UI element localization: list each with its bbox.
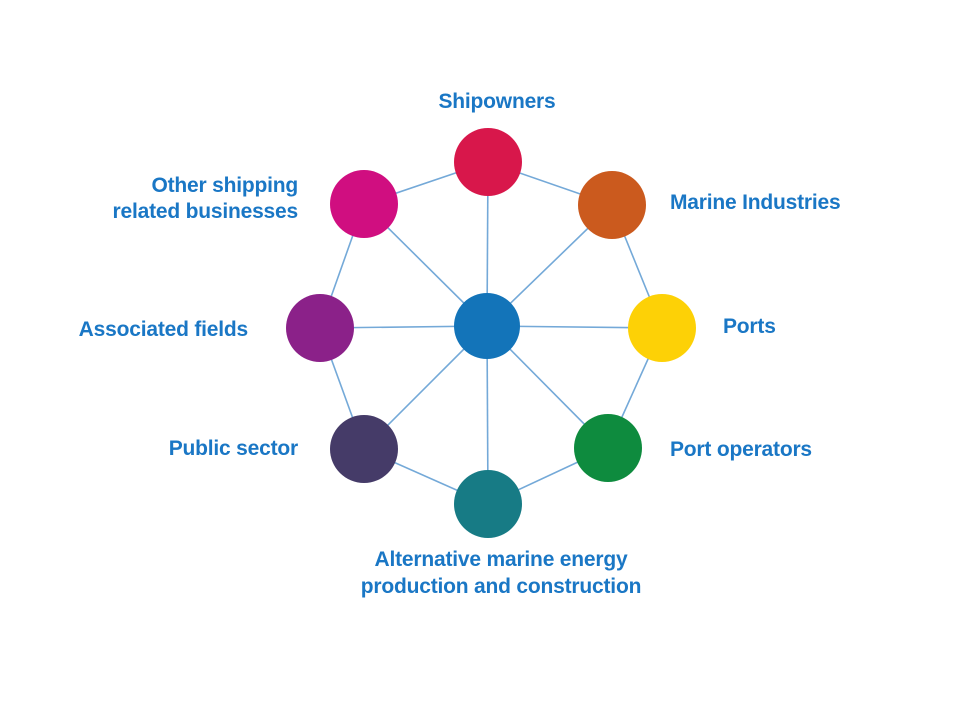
label-marine-industries: Marine Industries: [670, 191, 841, 214]
node-other-shipping: [330, 170, 398, 238]
label-other-shipping: Other shipping related businesses: [112, 174, 299, 223]
label-port-operators: Port operators: [670, 438, 812, 461]
node-port-operators: [574, 414, 642, 482]
node-public-sector: [330, 415, 398, 483]
label-ports: Ports: [723, 315, 776, 338]
node-shipowners: [454, 128, 522, 196]
hub-node: [454, 293, 520, 359]
node-alternative-marine-energy: [454, 470, 522, 538]
label-alternative-marine-energy: Alternative marine energy production and…: [360, 548, 642, 598]
label-public-sector: Public sector: [168, 437, 298, 460]
diagram-nodes: [286, 128, 696, 538]
node-associated-fields: [286, 294, 354, 362]
node-marine-industries: [578, 171, 646, 239]
label-shipowners: Shipowners: [438, 90, 556, 113]
node-ports: [628, 294, 696, 362]
label-associated-fields: Associated fields: [78, 318, 249, 341]
